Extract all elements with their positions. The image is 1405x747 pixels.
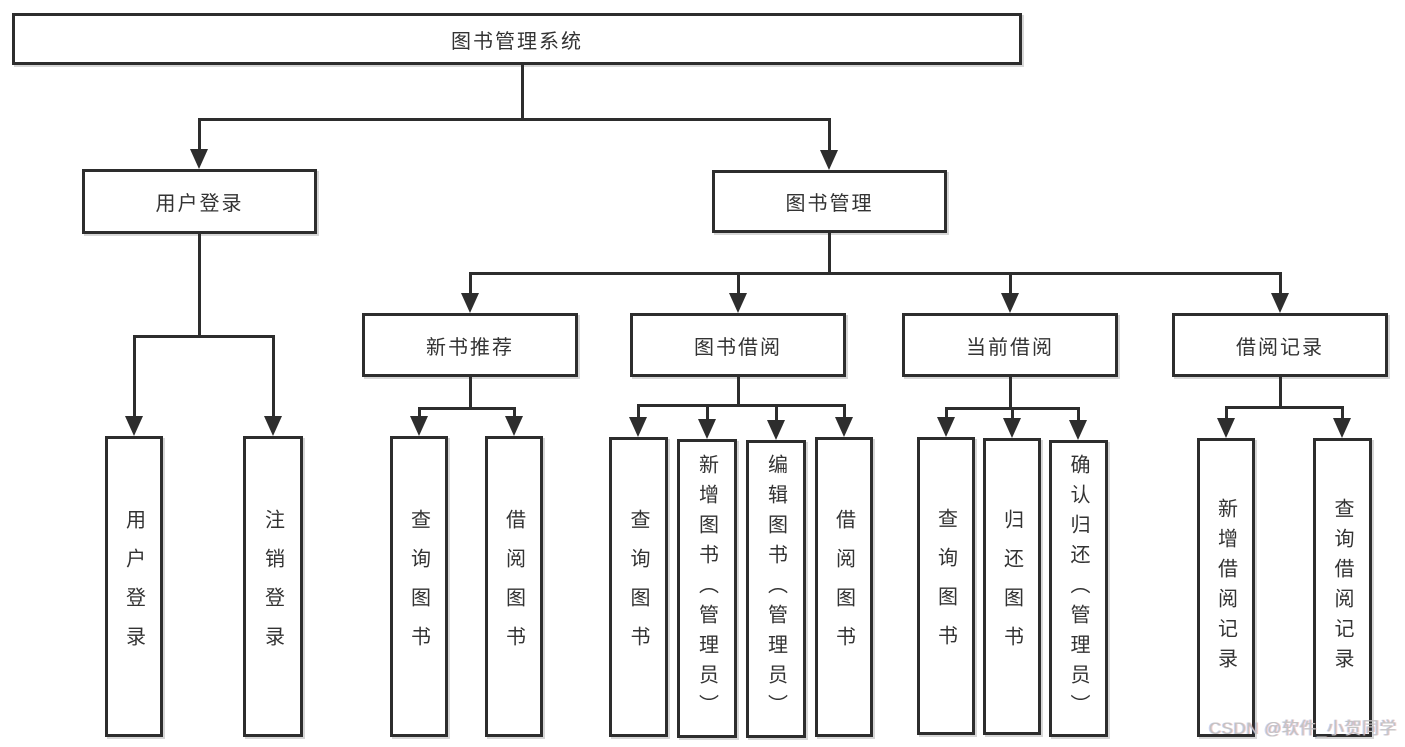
node-add-borrow-record: 新增借阅记录 xyxy=(1197,438,1255,737)
connector-drop-book-borrow-split xyxy=(705,405,709,421)
node-confirm-return-admin: 确认归还（管理员） xyxy=(1049,440,1108,737)
arrow-down-icon xyxy=(698,419,716,439)
node-label-query-borrow-record: 查询借阅记录 xyxy=(1331,497,1353,678)
node-label-query-books-1: 查询图书 xyxy=(407,508,430,665)
connector-hline-book-management-split xyxy=(468,271,1282,275)
connector-hline-new-book-split xyxy=(417,406,516,410)
node-logout: 注销登录 xyxy=(243,436,303,737)
connector-stem-book-management-split xyxy=(827,233,831,275)
node-login: 用户登录 xyxy=(105,436,163,737)
node-label-current-borrowing: 当前借阅 xyxy=(966,336,1054,359)
node-query-books-3: 查询图书 xyxy=(917,437,975,735)
node-edit-books-admin: 编辑图书（管理员） xyxy=(746,440,806,738)
node-label-borrow-books-1: 借阅图书 xyxy=(502,508,525,665)
connector-stem-new-book-split xyxy=(468,377,472,410)
connector-drop-current-borrow-split xyxy=(1076,408,1080,422)
node-label-return-books: 归还图书 xyxy=(1000,508,1023,665)
connector-drop-user-login-split xyxy=(271,336,275,418)
node-book-borrowing: 图书借阅 xyxy=(630,313,846,377)
connector-stem-borrow-record-split xyxy=(1278,377,1282,409)
arrow-down-icon xyxy=(835,417,853,437)
arrow-down-icon xyxy=(767,420,785,440)
arrow-down-icon xyxy=(820,150,838,170)
arrow-down-icon xyxy=(1003,418,1021,438)
connector-stem-user-login-split xyxy=(197,234,201,338)
connector-drop-book-management-split xyxy=(1278,273,1282,295)
arrow-down-icon xyxy=(125,416,143,436)
arrow-down-icon xyxy=(1069,420,1087,440)
arrow-down-icon xyxy=(629,417,647,437)
node-label-edit-books-admin: 编辑图书（管理员） xyxy=(764,454,787,724)
arrow-down-icon xyxy=(505,416,523,436)
arrow-down-icon xyxy=(264,416,282,436)
node-query-books-1: 查询图书 xyxy=(390,436,448,737)
node-query-books-2: 查询图书 xyxy=(609,437,668,737)
connector-drop-book-borrow-split xyxy=(774,405,778,422)
connector-drop-root-split xyxy=(827,119,831,152)
arrow-down-icon xyxy=(190,149,208,169)
connector-stem-current-borrow-split xyxy=(1008,377,1012,410)
connector-drop-current-borrow-split xyxy=(1010,408,1014,420)
node-label-borrowing-records: 借阅记录 xyxy=(1236,336,1324,359)
node-borrowing-records: 借阅记录 xyxy=(1172,313,1388,377)
node-new-book-recommend: 新书推荐 xyxy=(362,313,578,377)
arrow-down-icon xyxy=(729,293,747,313)
connector-stem-book-borrow-split xyxy=(736,377,740,407)
node-label-borrow-books-2: 借阅图书 xyxy=(832,509,855,665)
node-book-management: 图书管理 xyxy=(712,170,947,233)
node-user-login: 用户登录 xyxy=(82,169,317,234)
connector-drop-book-borrow-split xyxy=(636,405,640,419)
connector-drop-borrow-record-split xyxy=(1340,407,1344,420)
connector-hline-root-split xyxy=(197,117,831,121)
arrow-down-icon xyxy=(937,417,955,437)
node-label-query-books-3: 查询图书 xyxy=(934,508,957,664)
arrow-down-icon xyxy=(1217,418,1235,438)
node-root: 图书管理系统 xyxy=(12,13,1022,65)
arrow-down-icon xyxy=(1333,418,1351,438)
node-label-book-borrowing: 图书借阅 xyxy=(694,336,782,359)
arrow-down-icon xyxy=(1271,293,1289,313)
node-label-user-login: 用户登录 xyxy=(155,193,244,215)
node-label-confirm-return-admin: 确认归还（管理员） xyxy=(1067,453,1089,724)
node-borrow-books-1: 借阅图书 xyxy=(485,436,543,737)
connector-drop-new-book-split xyxy=(417,408,421,418)
connector-drop-book-management-split xyxy=(468,273,472,295)
arrow-down-icon xyxy=(461,293,479,313)
node-query-borrow-record: 查询借阅记录 xyxy=(1313,438,1372,737)
node-label-root: 图书管理系统 xyxy=(451,30,583,53)
connector-stem-root-split xyxy=(520,65,524,121)
connector-drop-borrow-record-split xyxy=(1224,407,1228,420)
node-return-books: 归还图书 xyxy=(983,438,1041,735)
node-borrow-books-2: 借阅图书 xyxy=(815,437,873,737)
node-label-logout: 注销登录 xyxy=(261,508,284,665)
connector-drop-user-login-split xyxy=(132,336,136,418)
arrow-down-icon xyxy=(1001,293,1019,313)
node-label-book-management: 图书管理 xyxy=(785,193,874,215)
connector-hline-borrow-record-split xyxy=(1224,405,1344,409)
node-add-books-admin: 新增图书（管理员） xyxy=(677,439,737,738)
connector-drop-current-borrow-split xyxy=(944,408,948,419)
connector-drop-book-management-split xyxy=(736,273,740,295)
connector-hline-user-login-split xyxy=(132,334,275,338)
node-label-query-books-2: 查询图书 xyxy=(627,509,649,665)
connector-drop-book-management-split xyxy=(1008,273,1012,295)
connector-drop-new-book-split xyxy=(512,408,516,418)
node-label-add-books-admin: 新增图书（管理员） xyxy=(695,453,718,724)
connector-drop-root-split xyxy=(197,119,201,151)
connector-hline-book-borrow-split xyxy=(636,403,846,407)
node-label-add-borrow-record: 新增借阅记录 xyxy=(1214,497,1237,678)
connector-drop-book-borrow-split xyxy=(842,405,846,419)
node-current-borrowing: 当前借阅 xyxy=(902,313,1118,377)
node-label-new-book-recommend: 新书推荐 xyxy=(426,336,514,359)
arrow-down-icon xyxy=(410,416,428,436)
node-label-login: 用户登录 xyxy=(122,508,145,665)
